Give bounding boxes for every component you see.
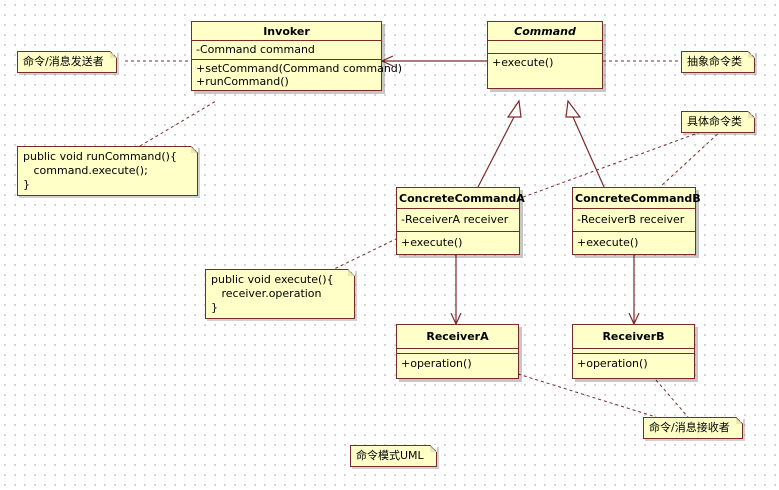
code-line: public void runCommand(){ [23,150,177,163]
command-operation: +execute() [492,56,554,69]
concrete-command-a-class-name: ConcreteCommandA [397,188,525,209]
invoker-operation: +setCommand(Command command) [196,62,403,75]
abstract-command-note[interactable]: 抽象命令类 [681,51,755,73]
sender-note-text: 命令/消息发送者 [23,55,104,68]
sender-note[interactable]: 命令/消息发送者 [17,51,117,73]
concrete-command-a-operation: +execute() [401,236,463,249]
receiver-a-operation: +operation() [401,357,472,370]
code-line: } [211,301,218,314]
receiver-a-operations: +operation() [397,354,518,378]
invoker-class-name: Invoker [192,22,381,41]
invoker-operations: +setCommand(Command command) +runCommand… [192,60,403,90]
invoker-operation: +runCommand() [196,75,289,88]
generalization-b-line [572,116,605,188]
diagram-title-note[interactable]: 命令模式UML [350,445,437,467]
invoker-attribute: -Command command [196,43,315,56]
command-class-name: Command [488,22,602,41]
receiver-a-class[interactable]: ReceiverA +operation() [396,324,519,379]
code-line: command.execute(); [23,164,148,177]
generalization-a-triangle [506,99,522,118]
concrete-command-b-class-name: ConcreteCommandB [573,188,701,209]
command-operations: +execute() [488,54,602,88]
receiver-a-class-name: ReceiverA [397,325,518,349]
receiver-note-anchor-b [655,379,689,418]
concrete-commands-note[interactable]: 具体命令类 [681,111,755,133]
concrete-command-b-attribute: -ReceiverB receiver [577,213,685,226]
code-line: public void execute(){ [211,273,334,286]
code-line: } [23,178,30,191]
concrete-command-b-operations: +execute() [573,232,695,254]
receiver-b-attributes [573,349,694,354]
concrete-command-a-operations: +execute() [397,232,519,254]
command-attributes [488,41,602,54]
receiver-b-operations: +operation() [573,354,694,378]
abstract-command-note-text: 抽象命令类 [687,55,742,68]
receiver-b-class-name: ReceiverB [573,325,694,349]
receivers-note[interactable]: 命令/消息接收者 [643,417,743,439]
command-class[interactable]: Command +execute() [487,21,603,89]
concrete-command-a-attribute: -ReceiverA receiver [401,213,509,226]
concrete-command-b-class[interactable]: ConcreteCommandB -ReceiverB receiver +ex… [572,187,701,255]
receiver-b-operation: +operation() [577,357,648,370]
concrete-note-anchor-b [659,129,723,188]
invoker-class[interactable]: Invoker -Command command +setCommand(Com… [191,21,403,91]
invoker-attributes: -Command command [192,41,381,60]
concrete-command-a-attributes: -ReceiverA receiver [397,209,519,232]
concrete-command-b-attributes: -ReceiverB receiver [573,209,695,232]
run-command-note-anchor [139,100,217,147]
receiver-b-class[interactable]: ReceiverB +operation() [572,324,695,379]
receiver-note-anchor-a [517,373,657,418]
receiver-a-attributes [397,349,518,354]
run-command-code-note[interactable]: public void runCommand(){ command.execut… [17,146,198,196]
generalization-b-triangle [565,99,582,118]
concrete-command-a-class[interactable]: ConcreteCommandA -ReceiverA receiver +ex… [396,187,525,255]
execute-note-anchor [329,237,399,272]
diagram-title-text: 命令模式UML [356,449,424,462]
code-line: receiver.operation [211,287,322,300]
concrete-commands-note-text: 具体命令类 [687,115,742,128]
concrete-command-b-operation: +execute() [577,236,639,249]
receivers-note-text: 命令/消息接收者 [649,421,730,434]
execute-code-note[interactable]: public void execute(){ receiver.operatio… [205,269,355,319]
generalization-a-line [477,116,515,188]
